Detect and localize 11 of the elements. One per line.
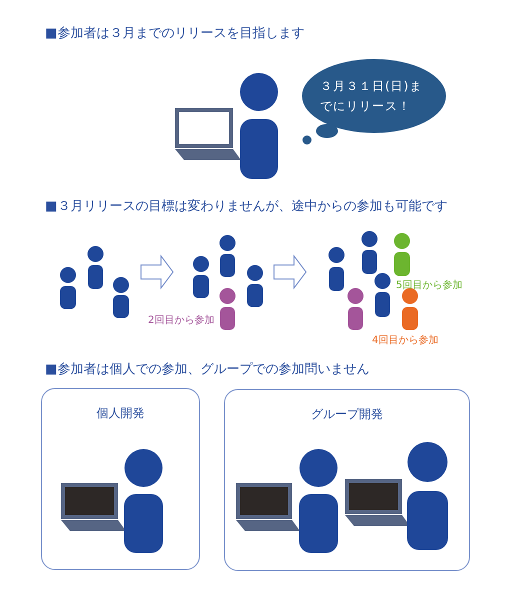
- annotation-text: 4回目から参加: [372, 334, 438, 347]
- bubble-text: ３月３１日(日)までにリリース！: [320, 78, 424, 115]
- panel-title: グループ開発: [311, 406, 383, 423]
- annotation-text: 2回目から参加: [148, 314, 214, 327]
- group-panel: [41, 388, 200, 570]
- section-heading: ■参加者は３月までのリリースを目指します: [45, 25, 304, 42]
- panel-title: 個人開発: [96, 405, 144, 422]
- group-panel: [224, 389, 470, 571]
- annotation-text: 5回目から参加: [396, 278, 462, 292]
- section-heading: ■３月リリースの目標は変わりませんが、途中からの参加も可能です: [45, 198, 448, 215]
- section-heading: ■参加者は個人での参加、グループでの参加問いません: [45, 361, 370, 378]
